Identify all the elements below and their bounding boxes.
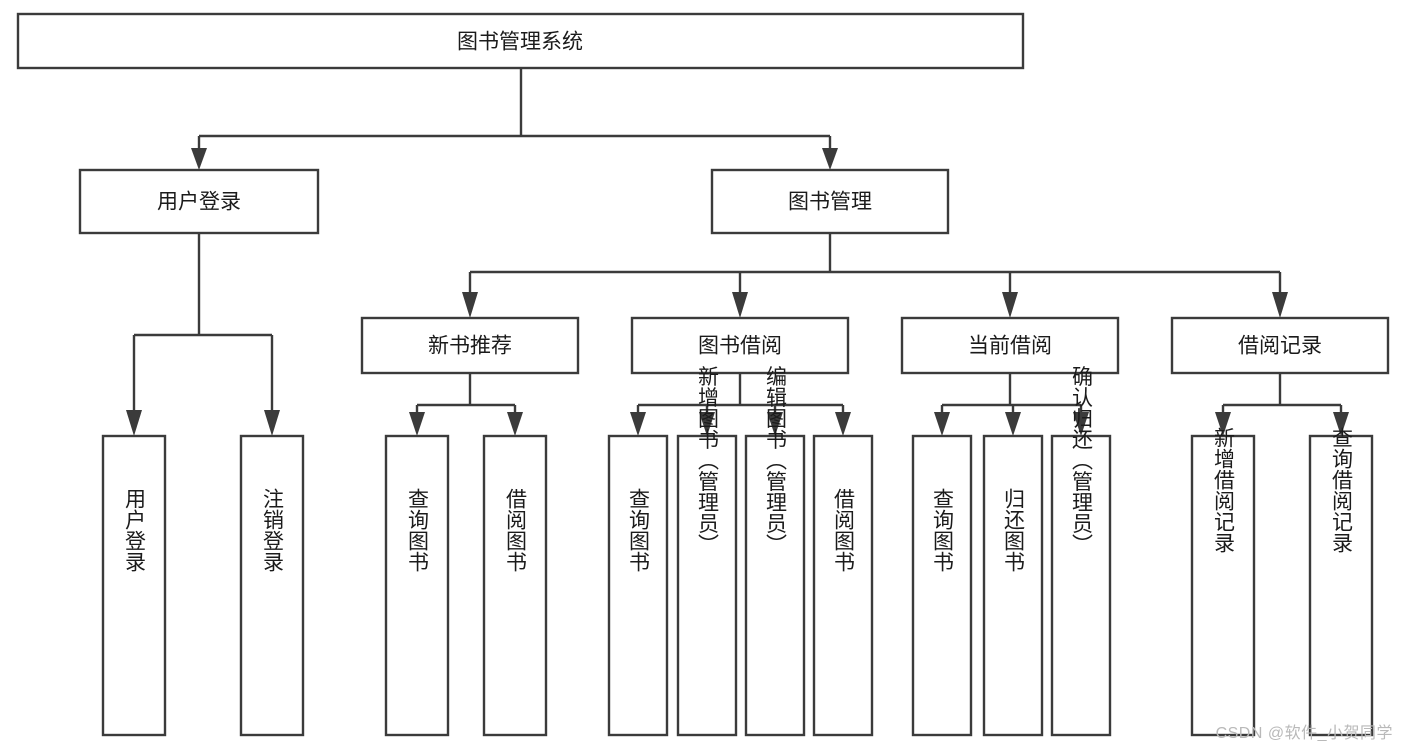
node-leaf-edit-book-label: 编辑图书（管理员） <box>764 366 788 555</box>
arrow-to-leaf-user-login-icon <box>126 410 142 436</box>
arrow-to-leaf-logout-icon <box>264 410 280 436</box>
node-leaf-return-book-label: 归还图书 <box>1002 488 1026 572</box>
arrow-to-current-borrow-icon <box>1002 292 1018 318</box>
node-leaf-borrow-book-1[interactable]: 借阅图书 <box>482 434 548 737</box>
node-leaf-confirm-return-label: 确认归还（管理员） <box>1070 366 1094 555</box>
node-leaf-edit-book-box[interactable] <box>744 434 806 737</box>
connector-layer <box>126 68 1349 436</box>
arrow-to-borrow-record-icon <box>1272 292 1288 318</box>
node-leaf-add-record-box[interactable] <box>1190 434 1256 737</box>
arrow-to-leaf-return-book-icon <box>1005 412 1021 436</box>
node-leaf-user-login[interactable]: 用户登录 <box>101 434 167 737</box>
node-leaf-confirm-return-box[interactable] <box>1050 434 1112 737</box>
node-leaf-user-login-label: 用户登录 <box>123 488 147 572</box>
node-leaf-borrow-book-1-label: 借阅图书 <box>504 488 528 572</box>
node-new-book-recommend[interactable]: 新书推荐 <box>360 316 580 375</box>
node-leaf-add-record-label: 新增借阅记录 <box>1212 427 1236 553</box>
node-book-borrow-label: 图书借阅 <box>698 335 782 358</box>
node-leaf-logout[interactable]: 注销登录 <box>239 434 305 737</box>
node-leaf-return-book-box[interactable] <box>982 434 1044 737</box>
node-borrow-record[interactable]: 借阅记录 <box>1170 316 1390 375</box>
arrow-to-leaf-query-book-3-icon <box>934 412 950 436</box>
node-leaf-query-book-1-box[interactable] <box>384 434 450 737</box>
arrow-to-user-login-icon <box>191 148 207 170</box>
node-root-label: 图书管理系统 <box>457 31 583 54</box>
node-leaf-query-book-1-label: 查询图书 <box>406 488 430 572</box>
node-current-borrow[interactable]: 当前借阅 <box>900 316 1120 375</box>
node-leaf-query-record[interactable]: 查询借阅记录 <box>1308 427 1374 737</box>
node-leaf-borrow-book-1-box[interactable] <box>482 434 548 737</box>
node-leaf-query-book-3-label: 查询图书 <box>931 488 955 572</box>
arrow-to-leaf-query-record-icon <box>1333 412 1349 436</box>
node-leaf-edit-book[interactable]: 编辑图书（管理员） <box>744 366 806 737</box>
node-leaf-query-book-1[interactable]: 查询图书 <box>384 434 450 737</box>
node-current-borrow-label: 当前借阅 <box>968 335 1052 358</box>
arrow-to-leaf-query-book-1-icon <box>409 412 425 436</box>
node-leaf-query-book-3[interactable]: 查询图书 <box>911 434 973 737</box>
node-leaf-logout-label: 注销登录 <box>261 488 285 572</box>
arrow-to-leaf-edit-book-icon <box>767 412 783 436</box>
node-new-book-recommend-label: 新书推荐 <box>428 335 512 358</box>
node-leaf-add-book[interactable]: 新增图书（管理员） <box>676 366 738 737</box>
arrow-to-book-manage-icon <box>822 148 838 170</box>
node-user-login-label: 用户登录 <box>157 191 241 214</box>
node-leaf-borrow-book-2[interactable]: 借阅图书 <box>812 434 874 737</box>
csdn-watermark: CSDN @软件_小贺同学 <box>1215 725 1393 742</box>
arrow-to-leaf-borrow-book-1-icon <box>507 412 523 436</box>
node-leaf-confirm-return[interactable]: 确认归还（管理员） <box>1050 366 1112 737</box>
node-leaf-query-record-box[interactable] <box>1308 434 1374 737</box>
node-book-manage-label: 图书管理 <box>788 191 872 214</box>
node-leaf-add-book-label: 新增图书（管理员） <box>696 366 720 555</box>
arrow-to-leaf-confirm-return-icon <box>1073 412 1089 436</box>
node-book-borrow[interactable]: 图书借阅 <box>630 316 850 375</box>
node-leaf-query-book-2-box[interactable] <box>607 434 669 737</box>
node-current-borrow-box[interactable] <box>900 316 1120 375</box>
node-leaf-query-book-2-label: 查询图书 <box>627 488 651 572</box>
node-root[interactable]: 图书管理系统 <box>16 12 1025 70</box>
arrow-to-leaf-borrow-book-2-icon <box>835 412 851 436</box>
node-root-box[interactable] <box>16 12 1025 70</box>
node-leaf-borrow-book-2-label: 借阅图书 <box>832 488 856 572</box>
arrow-to-book-borrow-icon <box>732 292 748 318</box>
node-book-borrow-box[interactable] <box>630 316 850 375</box>
node-new-book-recommend-box[interactable] <box>360 316 580 375</box>
node-user-login-box[interactable] <box>78 168 320 235</box>
node-leaf-query-book-3-box[interactable] <box>911 434 973 737</box>
node-leaf-query-record-label: 查询借阅记录 <box>1330 427 1354 553</box>
arrow-to-leaf-add-record-icon <box>1215 412 1231 436</box>
node-leaf-return-book[interactable]: 归还图书 <box>982 434 1044 737</box>
node-user-login[interactable]: 用户登录 <box>78 168 320 235</box>
arrow-to-new-book-recommend-icon <box>462 292 478 318</box>
node-leaf-logout-box[interactable] <box>239 434 305 737</box>
node-leaf-borrow-book-2-box[interactable] <box>812 434 874 737</box>
node-book-manage[interactable]: 图书管理 <box>710 168 950 235</box>
node-borrow-record-label: 借阅记录 <box>1238 335 1322 358</box>
arrow-to-leaf-add-book-icon <box>699 412 715 436</box>
node-borrow-record-box[interactable] <box>1170 316 1390 375</box>
arrow-to-leaf-query-book-2-icon <box>630 412 646 436</box>
node-leaf-add-record[interactable]: 新增借阅记录 <box>1190 427 1256 737</box>
node-leaf-user-login-box[interactable] <box>101 434 167 737</box>
node-book-manage-box[interactable] <box>710 168 950 235</box>
node-leaf-add-book-box[interactable] <box>676 434 738 737</box>
node-leaf-query-book-2[interactable]: 查询图书 <box>607 434 669 737</box>
